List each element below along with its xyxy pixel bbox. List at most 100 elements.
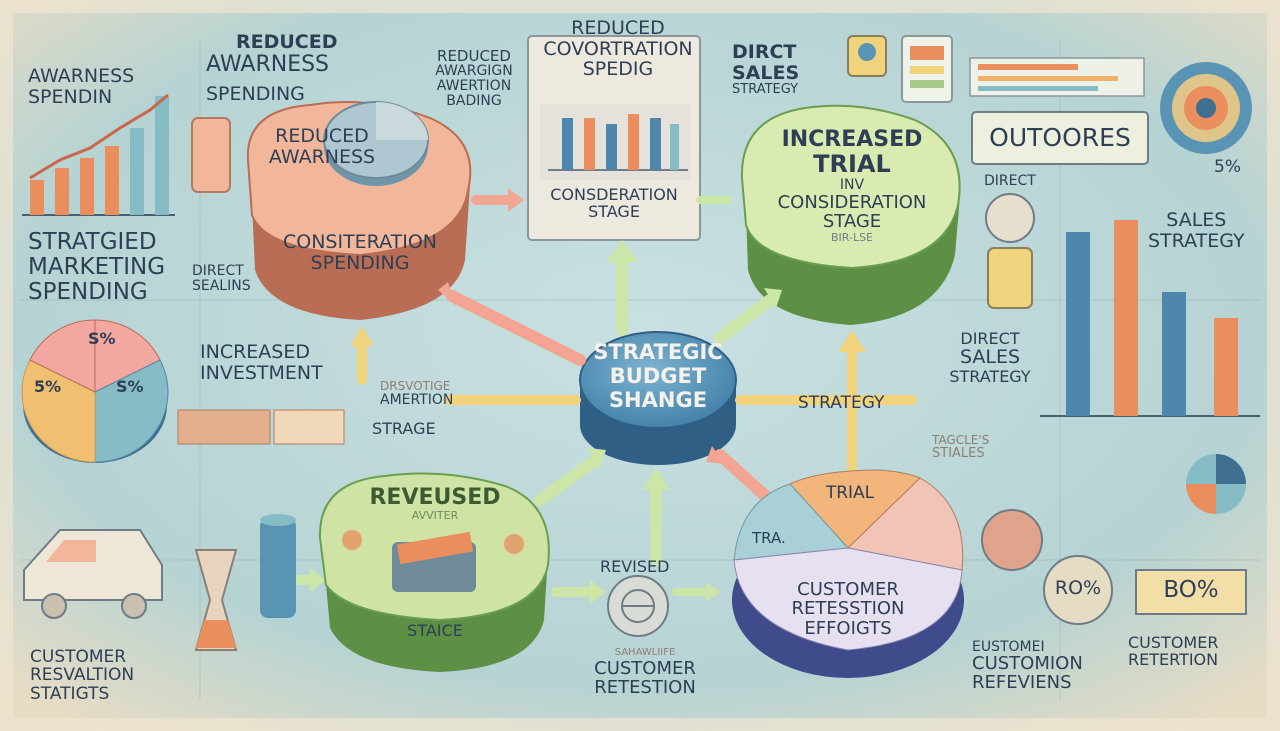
center-line-1: STRATEGIC xyxy=(593,340,723,364)
label-mid-small: DRSVOTIGE AMERTION xyxy=(380,380,453,408)
label-increased-investment: INCREASED INVESTMENT xyxy=(200,342,323,383)
label-customer-retertion: CUSTOMER RETERTION xyxy=(1128,634,1218,669)
trial-line-5: STAGE xyxy=(822,211,882,233)
jar-icon xyxy=(985,193,1035,309)
pie-right-small xyxy=(1186,454,1246,514)
label-ccr-2: CUSTOMION xyxy=(972,652,1083,674)
pct-badge-ro xyxy=(1043,555,1113,625)
label-crb-3: RETESTION xyxy=(594,677,696,699)
retention-line-3: EFFOIGTS xyxy=(804,617,892,639)
top-right-list xyxy=(969,57,1145,97)
label-direct-2: SALES xyxy=(732,61,800,84)
decor-cylinder-top xyxy=(191,117,231,193)
awareness-top: REDUCED AWARNESS xyxy=(262,126,382,167)
car-icon xyxy=(23,529,163,619)
label-increased-2: INVESTMENT xyxy=(200,361,323,384)
label-small-right: TAGCLE'S STIALES xyxy=(932,434,989,461)
label-dsr-2: SALES xyxy=(959,346,1021,369)
trial-line-4: CONSIDERATION xyxy=(777,191,927,213)
chart-icon-top xyxy=(847,35,887,77)
outcomes-box xyxy=(971,111,1149,165)
calendar-icon xyxy=(901,35,953,103)
top-left-bar-chart xyxy=(22,93,175,216)
coin-icon xyxy=(981,509,1043,571)
label-direct-small: DIRECT xyxy=(984,173,1036,189)
node-awareness xyxy=(246,101,472,320)
label-sales-strategy-right: SALES STRATEGY xyxy=(1148,210,1245,251)
money-rows xyxy=(177,409,345,445)
label-direct-saling: DIRECT SEALINS xyxy=(192,263,251,295)
center-line-2: BUDGET xyxy=(609,364,707,389)
awareness-top-1: REDUCED xyxy=(275,125,369,147)
label-pct-5: 5% xyxy=(1214,157,1241,177)
label-reduced-small: REDUCED AWARGIGN AWERTION BADING xyxy=(420,48,528,110)
trial-line-2: TRIAL xyxy=(813,149,891,178)
panel-title-2: COVORTRATION xyxy=(543,37,693,60)
revised-sub: AVVITER xyxy=(411,508,459,522)
node-trial xyxy=(740,104,961,325)
rb-bar-2 xyxy=(1114,220,1138,416)
tl-bar-1 xyxy=(30,180,44,215)
label-dsr-1: DIRECT xyxy=(960,329,1020,348)
label-strat-1: STRATGIED xyxy=(28,229,157,255)
panel-consideration xyxy=(527,35,701,241)
label-outcomes: OUTOORES xyxy=(989,123,1131,152)
center-line-3: SHANGE xyxy=(608,388,708,413)
panel-bar-4 xyxy=(628,114,639,170)
label-crb-2: CUSTOMER xyxy=(594,657,696,679)
label-sales-2: STRATEGY xyxy=(1148,229,1245,252)
node-center xyxy=(579,331,737,465)
awareness-bottom-1: CONSITERATION xyxy=(282,231,438,253)
awareness-bottom-2: SPENDING xyxy=(310,251,410,274)
label-customer-retention-bottom: SAHAWLIIFE CUSTOMER RETESTION xyxy=(560,647,730,699)
label-bo-pct: BO% xyxy=(1163,577,1219,603)
panel-title: REDUCED COVORTRATION SPEDIG xyxy=(528,18,708,80)
label-clb-2: RESVALTION xyxy=(30,665,135,686)
label-reduced-1: REDUCED xyxy=(236,31,338,53)
retention-trial-top: TRIAL xyxy=(825,483,875,503)
label-clb-1: CUSTOMER xyxy=(30,647,127,667)
label-crb-1: SAHAWLIIFE xyxy=(614,647,676,658)
retention-line-1: CUSTOMER xyxy=(797,579,899,600)
label-small-2: AWARGIGN xyxy=(435,63,513,80)
label-mid-small-2: AMERTION xyxy=(380,391,454,408)
label-strat-3: SPENDING xyxy=(28,278,148,305)
label-direct-saling-2: SEALINS xyxy=(192,278,251,295)
label-strat-2: MARKETING xyxy=(28,253,166,280)
label-small-3: AWERTION xyxy=(436,78,512,95)
panel-title-3: SPEDIG xyxy=(582,58,654,81)
label-revised: REVISED xyxy=(600,557,670,576)
panel-bar-3 xyxy=(606,124,617,170)
panel-title-1: REDUCED xyxy=(571,17,665,39)
pct-badge-bo xyxy=(1135,569,1247,615)
label-clb-3: STATIGTS xyxy=(30,683,110,704)
label-crr-1: CUSTOMER xyxy=(1128,633,1219,652)
trial-line-3: INV xyxy=(839,176,865,193)
label-sales-1: SALES xyxy=(1166,209,1227,231)
right-bar-chart xyxy=(1040,220,1260,417)
panel-caption-2: STAGE xyxy=(588,202,640,222)
trial-line-1: INCREASED xyxy=(781,127,923,152)
pie-label-1: S% xyxy=(88,329,116,348)
label-small-4: BADING xyxy=(446,93,502,110)
label-strategied-marketing: STRATGIED MARKETING SPENDING xyxy=(28,230,165,304)
label-strategy: STRATEGY xyxy=(798,393,885,413)
center-title: STRATEGIC BUDGET SHANGE xyxy=(580,340,736,412)
label-small-right-1: TAGCLE'S xyxy=(932,433,990,447)
label-increased-1: INCREASED xyxy=(200,341,310,363)
panel-caption-1: CONSDERATION xyxy=(550,185,678,204)
label-direct-3: STRATEGY xyxy=(732,82,799,98)
trial-text: INCREASED TRIAL INV CONSIDERATION STAGE … xyxy=(752,128,952,244)
panel-bar-5 xyxy=(650,118,661,170)
label-customer-resvaltion: CUSTOMER RESVALTION STATIGTS xyxy=(30,648,134,703)
tl-bar-3 xyxy=(80,158,94,215)
label-small-right-2: STIALES xyxy=(932,445,985,461)
panel-bar-1 xyxy=(562,118,573,170)
label-direct-sales-top: DIRCT SALES STRATEGY xyxy=(732,42,799,97)
tl-bar-2 xyxy=(55,168,69,215)
tl-bar-5 xyxy=(130,128,144,215)
label-mid-small-1: DRSVOTIGE xyxy=(380,379,451,393)
label-direct-saling-1: DIRECT xyxy=(192,263,244,279)
label-ccr-3: REFEVIENS xyxy=(972,671,1072,693)
